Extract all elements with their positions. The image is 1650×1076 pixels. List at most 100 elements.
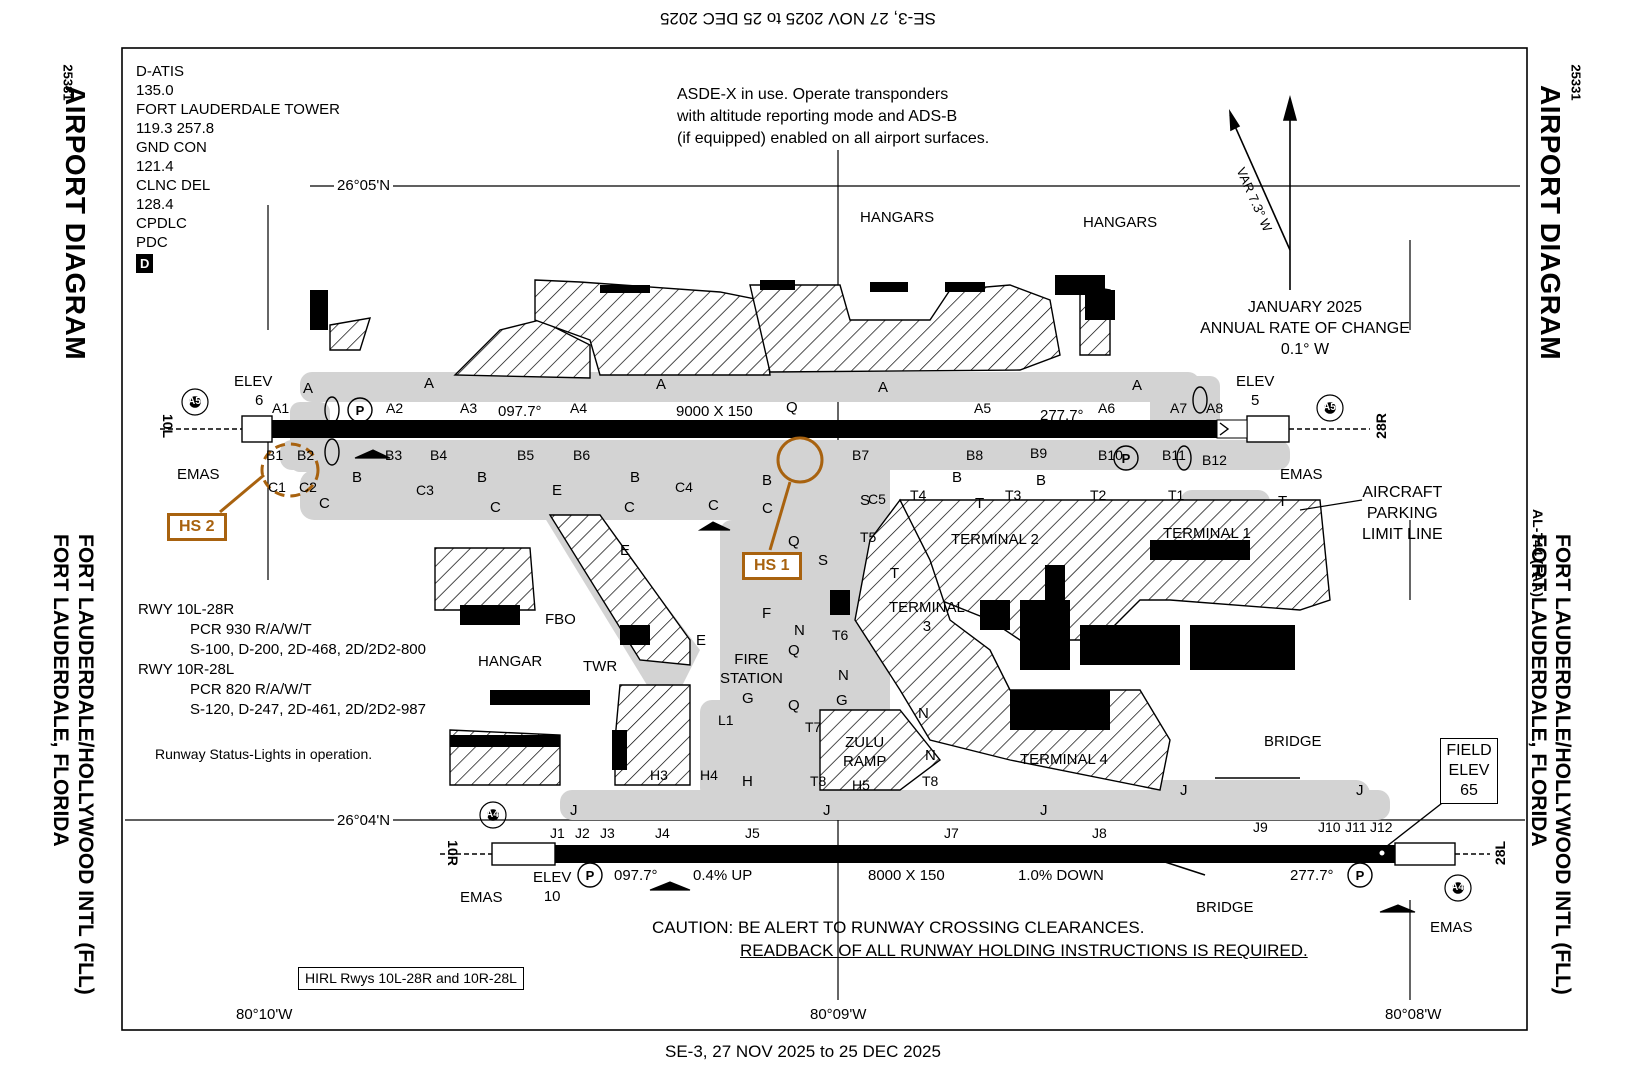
hot-spot-hs2: HS 2 [167,513,227,541]
hirl-note: HIRL Rwys 10L-28R and 10R-28L [298,967,524,990]
freq-line: CPDLC [136,215,187,232]
lat-label-north: 26°05'N [334,176,394,195]
svg-text:C: C [490,499,501,516]
rwy-south-elev-w: ELEV 10 [533,868,571,906]
parking-limit-line: AIRCRAFT [1362,484,1443,501]
direction-symbols [354,449,1416,913]
svg-text:N: N [925,747,936,764]
svg-text:B1: B1 [266,447,283,463]
terminal-4-label: TERMINAL 4 [1020,751,1108,768]
asde-line: (if equipped) enabled on all airport sur… [677,130,990,147]
svg-text:C2: C2 [299,479,317,495]
svg-text:A: A [878,379,888,396]
svg-text:C: C [319,495,330,512]
zulu-line: RAMP [843,753,887,770]
svg-text:J3: J3 [600,825,615,841]
asde-line: ASDE-X in use. Operate transponders [677,86,949,103]
hangars-label-2: HANGARS [1083,214,1158,231]
approach-light-label: A5 [188,396,201,407]
svg-text:J11: J11 [1345,819,1367,835]
svg-text:A5: A5 [974,400,991,416]
rwy-info-pcr: PCR 930 R/A/W/T [190,621,312,638]
svg-text:A: A [424,375,434,392]
hold-markers [324,386,1208,471]
svg-text:T2: T2 [1090,487,1107,503]
lat-label-south: 26°04'N [334,811,394,830]
emas-south-e: EMAS [1430,919,1473,936]
rwy-south-grade-w: 0.4% UP [693,867,753,884]
parking-limit-line: LIMIT LINE [1362,526,1443,543]
svg-text:F: F [762,605,771,622]
svg-text:A2: A2 [386,400,403,416]
svg-text:B9: B9 [1030,445,1047,461]
zulu-ramp-label: ZULU RAMP [843,733,886,771]
svg-text:C3: C3 [416,482,434,498]
svg-text:J12: J12 [1370,819,1393,835]
rwy-north-end-e: 28R [1372,413,1389,439]
roc-line: 0.1° W [1280,341,1330,358]
terminal-3-line: 3 [922,618,932,635]
solid-buildings [310,275,1295,770]
svg-text:T6: T6 [832,627,849,643]
svg-text:B7: B7 [852,447,869,463]
svg-text:T3: T3 [1005,487,1022,503]
svg-text:A1: A1 [272,400,289,416]
bridge-label-2: BRIDGE [1196,899,1254,916]
svg-text:B2: B2 [297,447,314,463]
svg-text:B3: B3 [385,447,402,463]
svg-text:J2: J2 [575,825,590,841]
roc-line: ANNUAL RATE OF CHANGE [1200,320,1410,337]
svg-text:C5: C5 [868,491,886,507]
rwy-info-rwy: RWY 10R-28L [138,661,235,678]
freq-line: FORT LAUDERDALE TOWER [136,101,340,118]
terminal-3-label: TERMINAL 3 [889,598,965,636]
svg-text:B8: B8 [966,447,983,463]
svg-text:J: J [570,802,578,819]
freq-line: 128.4 [136,196,174,213]
freq-line: GND CON [136,139,207,156]
svg-text:B: B [952,469,962,486]
freq-line: D-ATIS [136,63,185,80]
svg-text:Q: Q [788,533,800,550]
emas-south-w: EMAS [460,889,503,906]
svg-text:T: T [890,565,899,582]
caution-line-1: CAUTION: BE ALERT TO RUNWAY CROSSING CLE… [652,918,1145,937]
fire-line: STATION [720,670,783,687]
svg-text:T8: T8 [922,773,939,789]
elev-value: 5 [1251,392,1260,409]
svg-text:J4: J4 [655,825,670,841]
svg-text:B: B [352,469,362,486]
zulu-line: ZULU [845,734,885,751]
al-number: AL-744 (FAA) [1529,509,1546,597]
elev-label: ELEV [1236,373,1275,390]
terminal-2-label: TERMINAL 2 [951,531,1039,548]
rwy-north-end-w: 10L [160,413,177,439]
freq-line: 119.3 257.8 [136,120,215,137]
rwy-info-rwy: RWY 10L-28R [138,601,235,618]
fire-line: FIRE [734,651,769,668]
twr-label: TWR [583,658,618,675]
svg-text:H5: H5 [852,777,870,793]
svg-text:B: B [477,469,487,486]
fbo-label: FBO [545,611,576,628]
svg-text:B: B [630,469,640,486]
runways [241,415,1456,866]
svg-text:J5: J5 [745,825,760,841]
terminal-1-label: TERMINAL 1 [1163,525,1251,542]
elev-value: 10 [543,888,561,905]
long-label-mid: 80°09'W [810,1006,867,1023]
svg-text:H: H [742,773,753,790]
svg-text:Q: Q [786,399,798,416]
bridges [1164,777,1300,876]
svg-text:Q: Q [788,697,800,714]
elev-value: 6 [255,392,264,409]
asde-note: ASDE-X in use. Operate transponders with… [677,84,989,150]
right-airport-name: FORT LAUDERDALE/HOLLYWOOD INTL (FLL) [1551,534,1574,995]
svg-text:B: B [762,472,772,489]
approach-lights [160,388,1490,902]
footer-date: SE-3, 27 NOV 2025 to 25 DEC 2025 [665,1042,941,1061]
freq-line: 135.0 [136,82,174,99]
svg-text:B10: B10 [1098,447,1123,463]
svg-text:A7: A7 [1170,400,1187,416]
